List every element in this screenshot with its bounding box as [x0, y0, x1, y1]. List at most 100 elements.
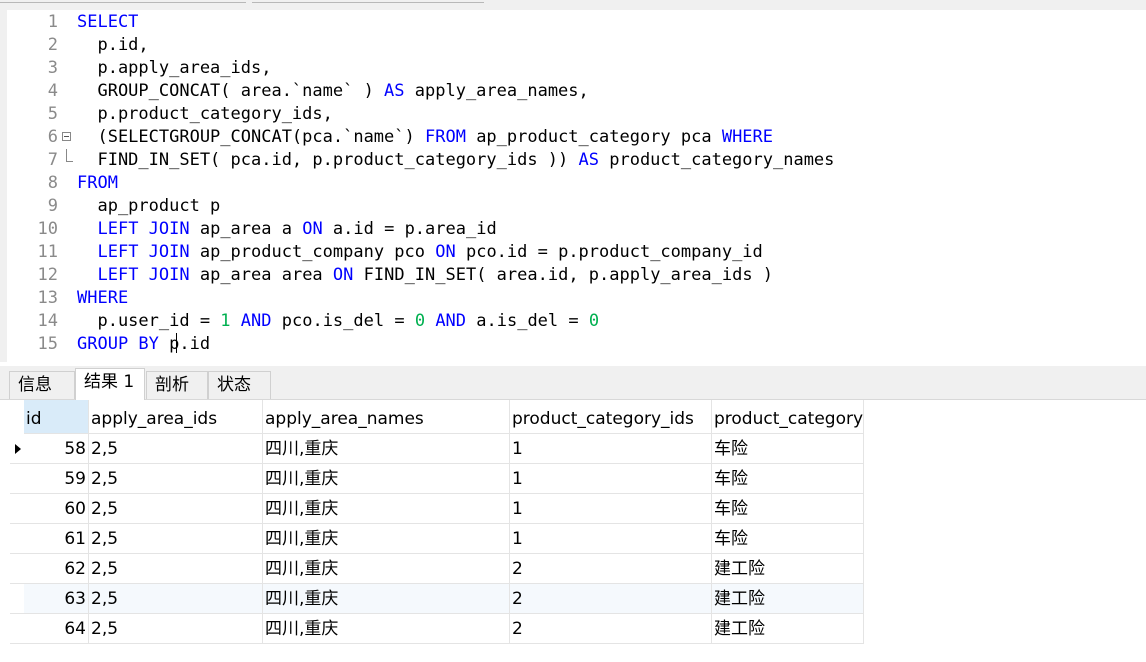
row-indicator[interactable]	[10, 614, 24, 644]
table-cell[interactable]: 车险	[712, 434, 864, 464]
code-line[interactable]: 13 WHERE	[0, 287, 1146, 310]
code-text[interactable]: p.user_id = 1 AND pco.is_del = 0 AND a.i…	[77, 310, 599, 333]
table-cell[interactable]: 1	[510, 494, 712, 524]
table-cell[interactable]: 2,5	[89, 494, 263, 524]
table-cell[interactable]: 建工险	[712, 584, 864, 614]
table-cell[interactable]: 2,5	[89, 434, 263, 464]
table-cell[interactable]: 车险	[712, 524, 864, 554]
table-cell[interactable]: 2	[510, 614, 712, 644]
result-tab[interactable]: 状态	[208, 371, 271, 399]
table-cell[interactable]: 四川,重庆	[263, 614, 510, 644]
table-cell[interactable]: 62	[24, 554, 89, 584]
table-cell[interactable]: 60	[24, 494, 89, 524]
table-cell[interactable]: 1	[510, 524, 712, 554]
sql-keyword: LEFT JOIN	[97, 242, 190, 262]
code-line[interactable]: 12 LEFT JOIN ap_area area ON FIND_IN_SET…	[0, 264, 1146, 287]
table-cell[interactable]: 四川,重庆	[263, 464, 510, 494]
column-header[interactable]: product_category	[712, 400, 864, 434]
sql-keyword: WHERE	[721, 127, 774, 147]
row-indicator[interactable]	[10, 524, 24, 554]
line-number: 13	[37, 288, 58, 308]
code-line[interactable]: 7 FIND_IN_SET( pca.id, p.product_categor…	[0, 149, 1146, 172]
code-text[interactable]: p.apply_area_ids,	[77, 57, 271, 80]
code-text[interactable]: WHERE	[77, 287, 128, 310]
code-text[interactable]: FROM	[77, 172, 118, 195]
column-header[interactable]: product_category_ids	[510, 400, 712, 434]
code-text[interactable]: GROUP BY p.id	[77, 333, 210, 356]
code-line[interactable]: 4 GROUP_CONCAT( area.`name` ) AS apply_a…	[0, 80, 1146, 103]
code-text[interactable]: p.product_category_ids,	[77, 103, 332, 126]
row-indicator[interactable]	[10, 434, 24, 464]
code-text[interactable]: LEFT JOIN ap_area a ON a.id = p.area_id	[77, 218, 496, 241]
code-line[interactable]: 11 LEFT JOIN ap_product_company pco ON p…	[0, 241, 1146, 264]
table-cell[interactable]: 四川,重庆	[263, 434, 510, 464]
code-text[interactable]: LEFT JOIN ap_product_company pco ON pco.…	[77, 241, 762, 264]
table-cell[interactable]: 车险	[712, 494, 864, 524]
table-cell[interactable]: 1	[510, 434, 712, 464]
sql-text: ap_area area	[189, 265, 333, 285]
column-header[interactable]: apply_area_names	[263, 400, 510, 434]
row-indicator[interactable]	[10, 464, 24, 494]
table-cell[interactable]: 2,5	[89, 524, 263, 554]
column-header[interactable]: apply_area_ids	[89, 400, 263, 434]
table-cell[interactable]: 四川,重庆	[263, 494, 510, 524]
code-text[interactable]: GROUP_CONCAT( area.`name` ) AS apply_are…	[77, 80, 589, 103]
column-header[interactable]: id	[24, 400, 89, 434]
row-indicator[interactable]	[10, 584, 24, 614]
table-cell[interactable]: 64	[24, 614, 89, 644]
top-tab-strip	[0, 0, 1146, 10]
result-tab[interactable]: 剖析	[146, 371, 208, 399]
table-cell[interactable]: 四川,重庆	[263, 524, 510, 554]
table-cell[interactable]: 车险	[712, 464, 864, 494]
top-tab-outline[interactable]	[252, 0, 484, 3]
code-line[interactable]: 14 p.user_id = 1 AND pco.is_del = 0 AND …	[0, 310, 1146, 333]
sql-text: ap_area a	[189, 219, 303, 239]
table-cell[interactable]: 建工险	[712, 554, 864, 584]
table-cell[interactable]: 2	[510, 584, 712, 614]
table-cell[interactable]: 四川,重庆	[263, 584, 510, 614]
table-cell[interactable]: 59	[24, 464, 89, 494]
row-indicator[interactable]	[10, 494, 24, 524]
code-text[interactable]: SELECT	[77, 11, 138, 34]
code-line[interactable]: 10 LEFT JOIN ap_area a ON a.id = p.area_…	[0, 218, 1146, 241]
fold-collapse-icon[interactable]	[62, 132, 71, 141]
sql-keyword: LEFT JOIN	[97, 265, 190, 285]
table-cell[interactable]: 61	[24, 524, 89, 554]
result-tab[interactable]: 结果 1	[75, 368, 145, 400]
code-text[interactable]: ap_product p	[77, 195, 220, 218]
table-cell[interactable]: 2	[510, 554, 712, 584]
table-cell[interactable]: 2,5	[89, 614, 263, 644]
sql-keyword: AND	[240, 311, 272, 331]
code-line[interactable]: 6 (SELECTGROUP_CONCAT(pca.`name`) FROM a…	[0, 126, 1146, 149]
sql-text: apply_area_names,	[404, 81, 589, 101]
code-line[interactable]: 3 p.apply_area_ids,	[0, 57, 1146, 80]
sql-text	[77, 219, 97, 239]
sql-text	[77, 242, 97, 262]
row-indicator[interactable]	[10, 554, 24, 584]
table-cell[interactable]: 63	[24, 584, 89, 614]
table-cell[interactable]: 2,5	[89, 554, 263, 584]
code-line[interactable]: 2 p.id,	[0, 34, 1146, 57]
result-tab[interactable]: 信息	[9, 371, 75, 399]
table-cell[interactable]: 1	[510, 464, 712, 494]
table-cell[interactable]: 建工险	[712, 614, 864, 644]
code-line[interactable]: 9 ap_product p	[0, 195, 1146, 218]
table-cell[interactable]: 2,5	[89, 584, 263, 614]
code-line[interactable]: 5 p.product_category_ids,	[0, 103, 1146, 126]
table-cell[interactable]: 58	[24, 434, 89, 464]
top-tab-outline[interactable]	[0, 0, 246, 3]
code-text[interactable]: (SELECTGROUP_CONCAT(pca.`name`) FROM ap_…	[77, 126, 773, 149]
line-number: 6	[47, 127, 58, 147]
code-text[interactable]: LEFT JOIN ap_area area ON FIND_IN_SET( a…	[77, 264, 773, 287]
code-text[interactable]: p.id,	[77, 34, 148, 57]
table-cell[interactable]: 2,5	[89, 464, 263, 494]
table-cell[interactable]: 四川,重庆	[263, 554, 510, 584]
code-text[interactable]: FIND_IN_SET( pca.id, p.product_category_…	[77, 149, 834, 172]
sql-text: a.is_del =	[466, 311, 589, 331]
